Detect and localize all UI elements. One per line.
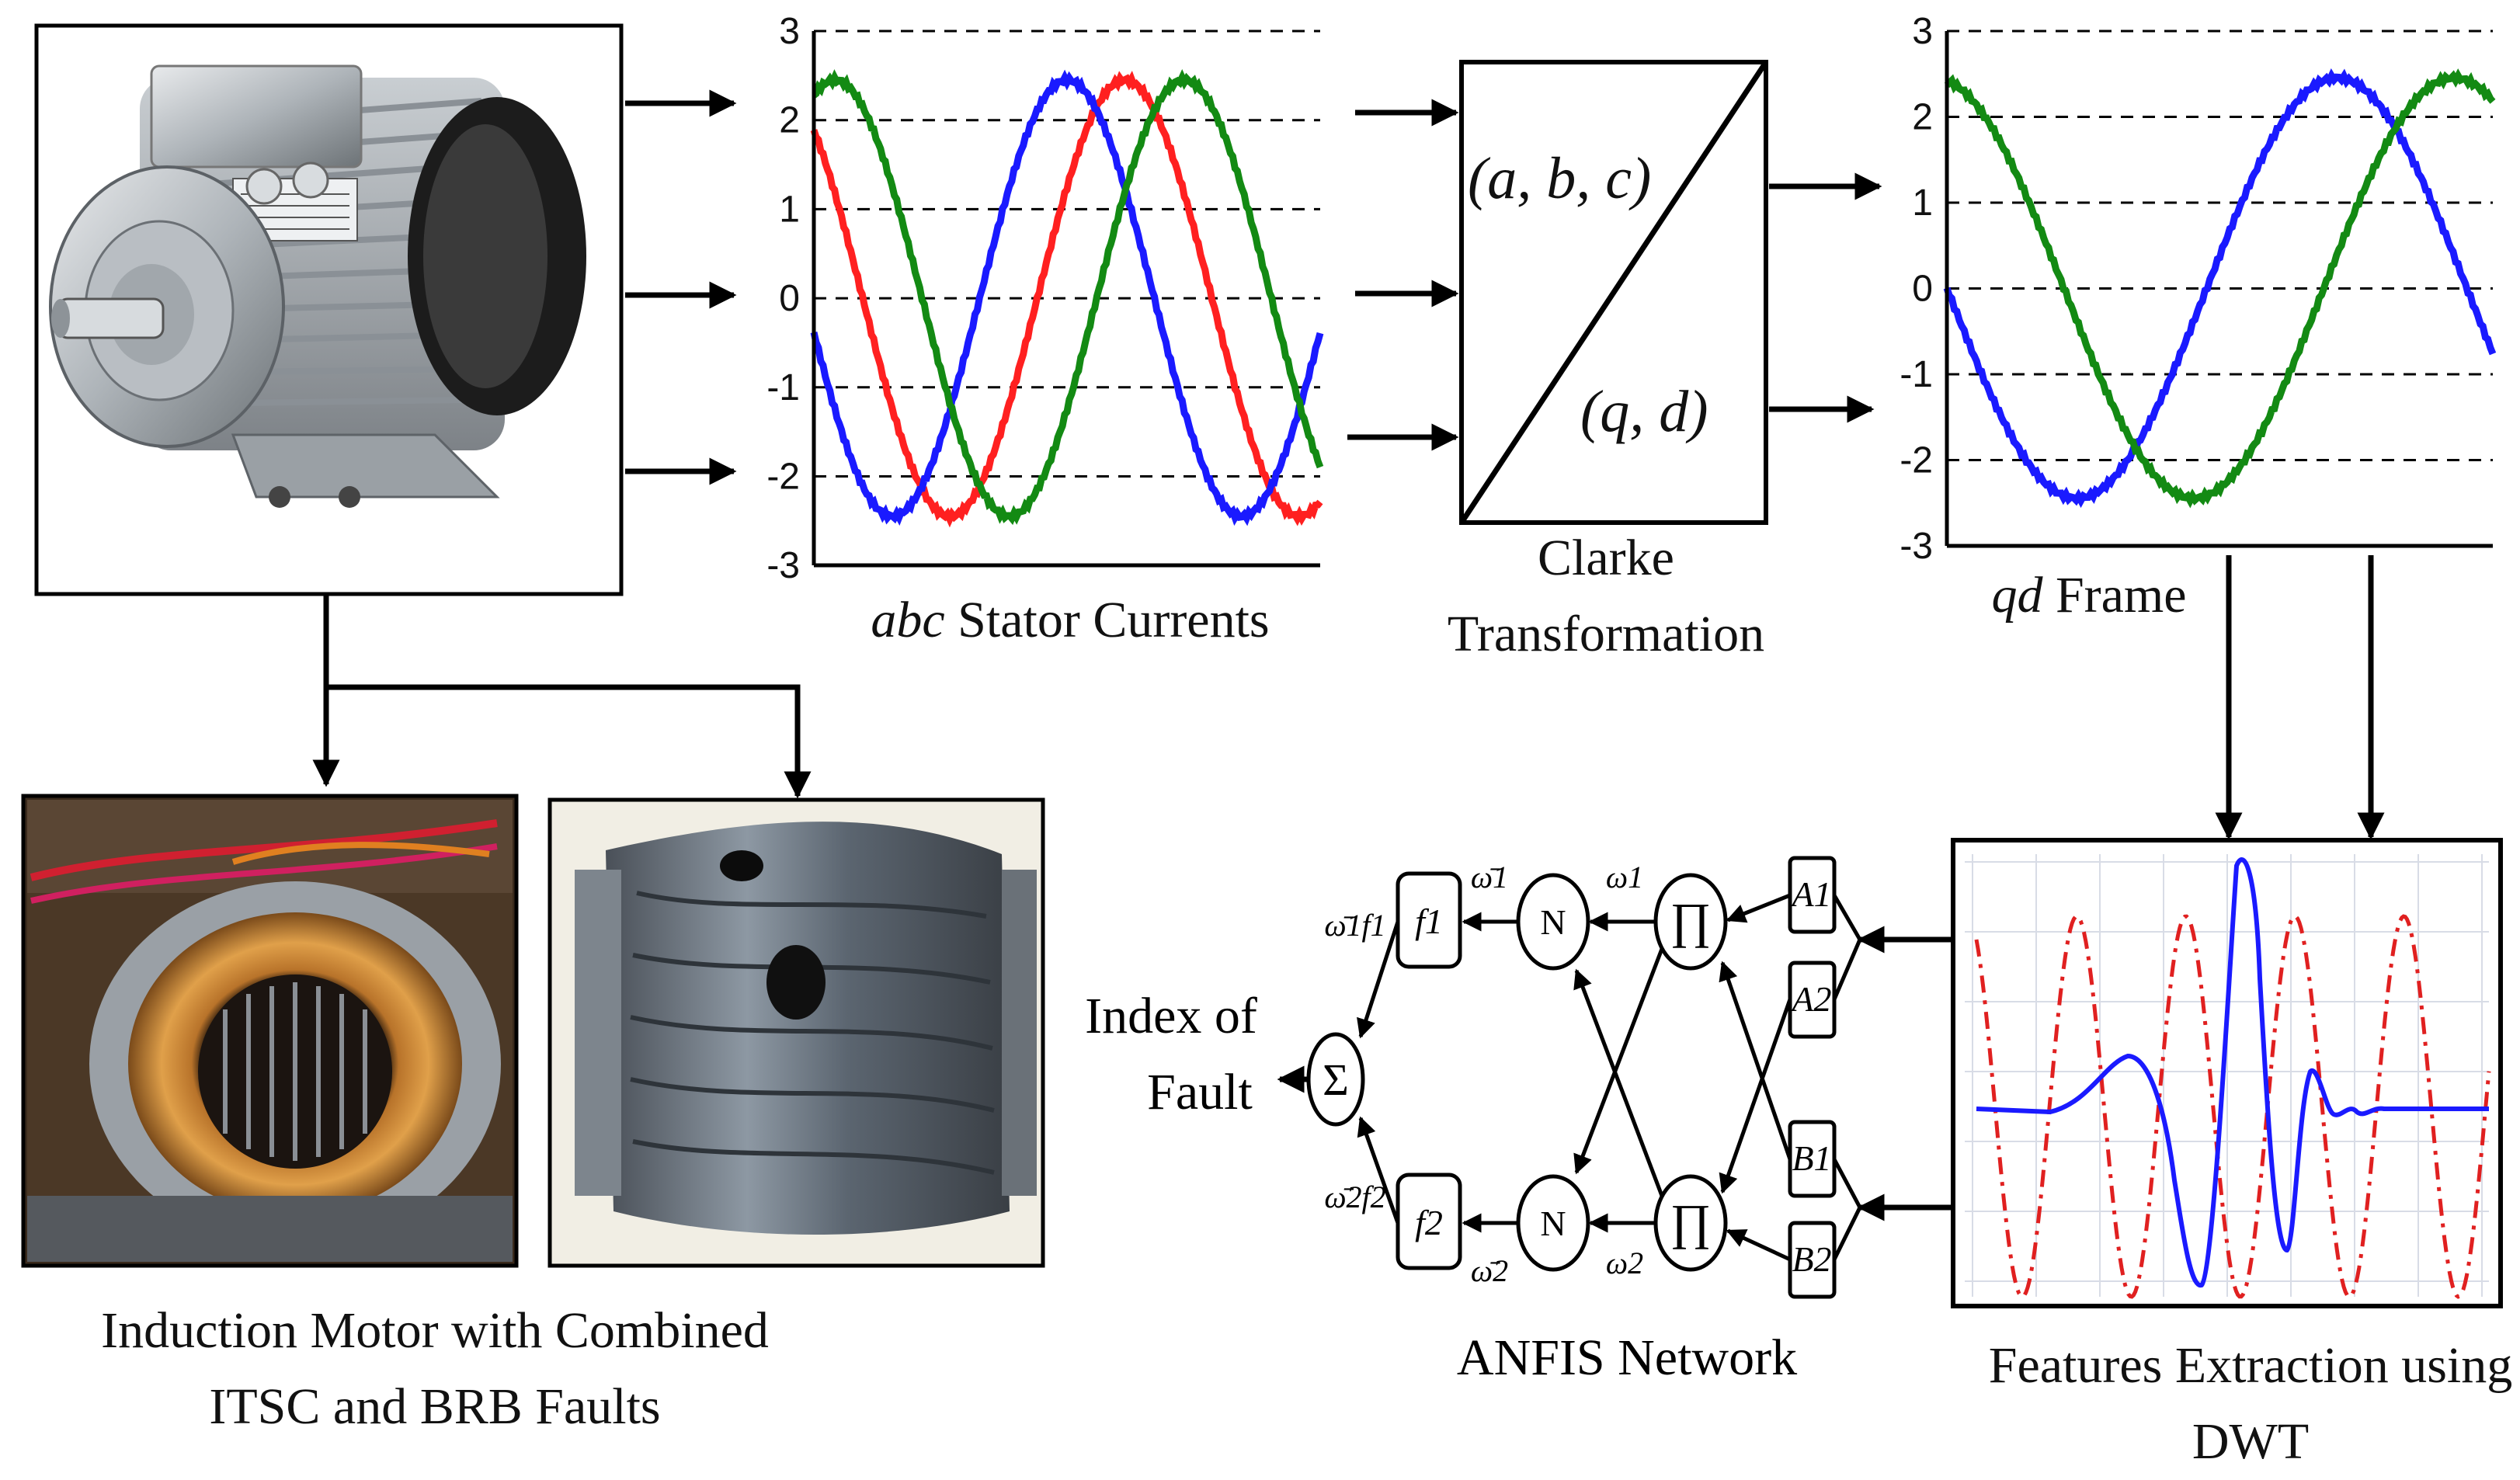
- y-tick-label: -3: [1900, 526, 1933, 567]
- y-tick-label: 2: [779, 100, 800, 141]
- clarke-caption-line1: Clarke: [1538, 530, 1674, 586]
- weight-wbar2: ω̄2: [1471, 1253, 1508, 1288]
- clarke-output-label: (q, d): [1580, 379, 1708, 444]
- anfis-network: [1277, 856, 1862, 1299]
- abc-caption: abc Stator Currents: [871, 592, 1269, 648]
- y-tick-label: 2: [1912, 97, 1933, 138]
- phase-c-curve: [812, 68, 1324, 526]
- output-label-line2: Fault: [1147, 1064, 1253, 1120]
- anfis-label-a1: A1: [1789, 874, 1831, 914]
- weight-wf2: ω̄2f2: [1324, 1179, 1385, 1214]
- qd-plot: 3 2 1 0 -1 -2 -3 qd Frame: [1900, 11, 2497, 624]
- rule-label-f1: f1: [1415, 902, 1443, 941]
- abc-yticks: 3 2 1 0 -1 -2 -3: [766, 11, 800, 586]
- d-axis-curve: [1944, 68, 2496, 509]
- product-symbol-1: ∏: [1670, 893, 1712, 948]
- anfis-label-a2: A2: [1789, 979, 1831, 1019]
- clarke-to-qd-arrows: [1769, 172, 1882, 423]
- motor-image: [49, 64, 586, 508]
- motor-caption-line1: Induction Motor with Combined: [101, 1302, 769, 1359]
- weight-wf1: ω̄1f1: [1324, 908, 1385, 943]
- norm-symbol-1: N: [1540, 902, 1566, 942]
- stator-fault-photo: [21, 794, 519, 1268]
- motor-photo: [34, 23, 624, 596]
- weight-w1: ω1: [1606, 860, 1643, 895]
- y-tick-label: -2: [1900, 440, 1933, 481]
- y-tick-label: 3: [779, 11, 800, 52]
- motor-to-plot-arrows: [625, 89, 737, 485]
- dwt-to-anfis-arrows: [1857, 926, 1953, 1221]
- phase-b-curve: [810, 69, 1324, 526]
- rotor-fault-photo: [547, 797, 1045, 1268]
- qd-yticks: 3 2 1 0 -1 -2 -3: [1900, 11, 1933, 567]
- anfis-label-b2: B2: [1792, 1239, 1831, 1279]
- anfis-input-a1: [1788, 856, 1837, 934]
- anfis-rule-f1: [1396, 871, 1462, 969]
- qd-grid: [1947, 30, 2493, 461]
- anfis-labels: A1 A2 B1 B2 ∏ ∏ N N f1 f2 Σ ω1 ω2 ω̄1 ω̄…: [1085, 860, 1831, 1386]
- y-tick-label: -1: [1900, 354, 1933, 395]
- qd-to-dwt-arrows: [2215, 555, 2385, 840]
- weight-wbar1: ω̄1: [1471, 860, 1508, 895]
- anfis-caption: ANFIS Network: [1457, 1329, 1797, 1386]
- product-symbol-2: ∏: [1670, 1194, 1712, 1249]
- y-tick-label: 0: [1912, 269, 1933, 310]
- clarke-block: (a, b, c) (q, d) Clarke Transformation: [1448, 60, 1768, 662]
- motor-to-faults-arrows: [312, 594, 812, 799]
- q-axis-curve: [1943, 68, 2497, 509]
- y-tick-label: -3: [766, 545, 800, 586]
- y-tick-label: -2: [766, 457, 800, 498]
- norm-symbol-2: N: [1540, 1204, 1566, 1243]
- anfis-input-b2: [1788, 1221, 1837, 1299]
- anfis-label-b1: B1: [1792, 1138, 1831, 1178]
- y-tick-label: 1: [1912, 182, 1933, 224]
- dwt-block: Features Extraction using DWT: [1951, 838, 2513, 1470]
- y-tick-label: 1: [779, 189, 800, 230]
- motor-caption-line2: ITSC and BRB Faults: [209, 1378, 660, 1435]
- output-label-line1: Index of: [1085, 988, 1257, 1044]
- abc-plot: 3 2 1 0 -1 -2 -3 abc Stator Currents: [766, 11, 1324, 648]
- y-tick-label: 0: [779, 278, 800, 319]
- y-tick-label: 3: [1912, 11, 1933, 52]
- clarke-caption-line2: Transformation: [1448, 606, 1764, 662]
- qd-caption: qd Frame: [1991, 567, 2186, 624]
- y-tick-label: -1: [766, 367, 800, 408]
- motor-caption: Induction Motor with Combined ITSC and B…: [101, 1302, 769, 1435]
- dwt-caption-line2: DWT: [2192, 1413, 2309, 1470]
- dwt-signal-curve: [1976, 857, 2489, 1288]
- dwt-wavelet-curve: [1974, 914, 2491, 1299]
- rule-label-f2: f2: [1415, 1203, 1443, 1242]
- weight-w2: ω2: [1606, 1245, 1643, 1280]
- dwt-caption-line1: Features Extraction using: [1989, 1337, 2513, 1394]
- phase-a-curve: [810, 71, 1323, 528]
- sum-symbol: Σ: [1323, 1054, 1349, 1105]
- clarke-input-label: (a, b, c): [1468, 146, 1651, 211]
- abc-to-clarke-arrows: [1347, 99, 1459, 451]
